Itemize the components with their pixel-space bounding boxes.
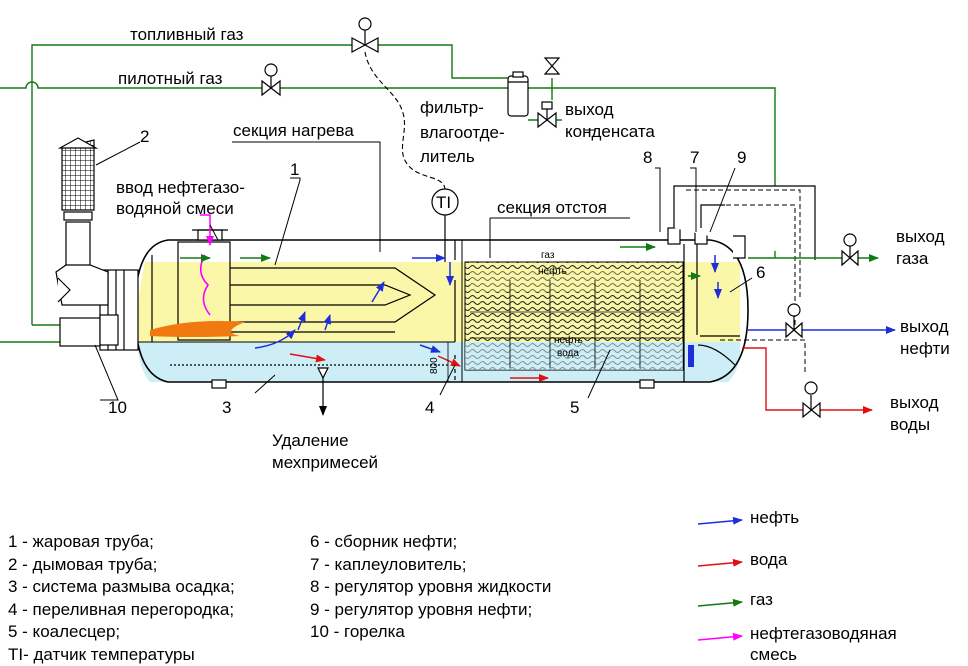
callout-1: 1: [290, 160, 299, 179]
inlet-label-1: ввод нефтегазо-: [116, 178, 245, 197]
legend-left: 1 - жаровая труба; 2 - дымовая труба; 3 …: [8, 531, 235, 666]
filter-label-1: фильтр-: [420, 98, 484, 117]
legend-item: 9 - регулятор уровня нефти;: [310, 599, 551, 622]
callout-3: 3: [222, 398, 231, 417]
filter-label-3: литель: [420, 147, 475, 166]
callout-9: 9: [737, 148, 746, 167]
callout-5: 5: [570, 398, 579, 417]
legend-item: 7 - каплеуловитель;: [310, 554, 551, 577]
oil-outlet-label-1: выход: [900, 317, 949, 336]
inner-gas-label: газ: [541, 250, 555, 261]
condensate-valve-icon[interactable]: [538, 102, 556, 127]
water-outlet-label-2: воды: [890, 415, 930, 434]
legend-item: 3 - система размыва осадка;: [8, 576, 235, 599]
callout-7: 7: [690, 148, 699, 167]
legend-item: 2 - дымовая труба;: [8, 554, 235, 577]
gas-outlet-valve-icon[interactable]: [842, 234, 858, 265]
water-outlet-line: [742, 348, 872, 410]
callout-2: 2: [140, 127, 149, 146]
inlet-label-2: водяной смеси: [116, 199, 234, 218]
legend-item: 8 - регулятор уровня жидкости: [310, 576, 551, 599]
flow-legend-arrows: [698, 520, 742, 640]
legend-item: TI- датчик температуры: [8, 644, 235, 666]
flow-legend-water: вода: [750, 550, 787, 570]
pilot-gas-valve-icon[interactable]: [262, 64, 280, 95]
fuel-gas-valve-icon[interactable]: [352, 18, 378, 52]
dimension-800-label: 800: [429, 357, 440, 374]
sludge-label-2: мехпримесей: [272, 453, 378, 472]
heating-section-label: секция нагрева: [233, 121, 354, 140]
settling-section-label: секция отстоя: [497, 198, 607, 217]
top-vent-valve-icon[interactable]: [545, 58, 559, 74]
legend-item: 10 - горелка: [310, 621, 551, 644]
water-outlet-label-1: выход: [890, 393, 939, 412]
legend-item: 6 - сборник нефти;: [310, 531, 551, 554]
pilot-gas-label: пилотный газ: [118, 69, 223, 88]
flow-legend-mixture-2: смесь: [750, 645, 797, 665]
water-outlet-valve-icon[interactable]: [803, 382, 820, 417]
legend-item: 5 - коалесцер;: [8, 621, 235, 644]
flow-legend-oil: нефть: [750, 508, 799, 528]
inner-oil-label: нефть: [538, 265, 567, 277]
condensate-label-1: выход: [565, 100, 614, 119]
oil-outlet-valve-icon[interactable]: [786, 304, 802, 337]
flow-legend-mixture: нефтегазоводяная: [750, 624, 897, 644]
fuel-gas-label: топливный газ: [130, 25, 244, 44]
callout-8: 8: [643, 148, 652, 167]
oil-outlet-label-2: нефти: [900, 339, 950, 358]
callout-4: 4: [425, 398, 434, 417]
sludge-label-1: Удаление: [272, 431, 349, 450]
filter-separator: [508, 72, 528, 116]
callout-6: 6: [756, 263, 765, 282]
level-regulators: [668, 186, 815, 260]
inner-oil-label-2: нефть: [554, 334, 583, 346]
filter-label-2: влагоотде-: [420, 123, 505, 142]
condensate-label-2: конденсата: [565, 122, 655, 141]
burner-gas-line: [0, 325, 62, 342]
legend-right: 6 - сборник нефти; 7 - каплеуловитель; 8…: [310, 531, 551, 644]
gas-outlet-label-1: выход: [896, 227, 945, 246]
inner-water-label: вода: [557, 348, 579, 359]
legend-item: 4 - переливная перегородка;: [8, 599, 235, 622]
callout-10: 10: [108, 398, 127, 417]
ti-signal-line: [365, 52, 445, 190]
ti-sensor-label: TI: [436, 193, 451, 212]
legend-item: 1 - жаровая труба;: [8, 531, 235, 554]
flow-legend-gas: газ: [750, 590, 773, 610]
gas-outlet-label-2: газа: [896, 249, 929, 268]
